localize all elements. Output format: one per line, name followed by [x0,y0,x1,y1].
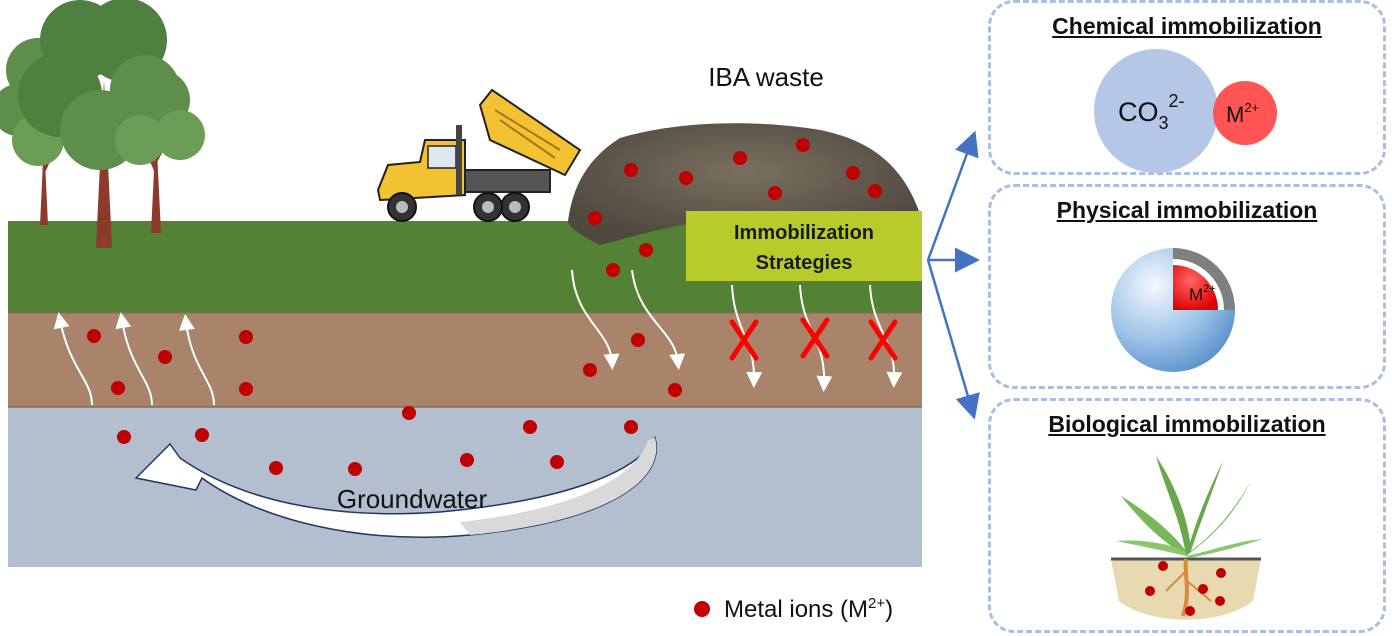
blocked-marks [729,317,898,361]
metal-ion [195,428,209,442]
metal-ion [583,363,597,377]
metal-ion [239,330,253,344]
soil-layer [8,313,922,407]
metal-ion-legend-dot [694,601,710,617]
metal-ion [624,420,638,434]
groundwater-flow-arrow [134,435,657,538]
metal-ion [733,151,747,165]
physical-immobilization-panel: Physical immobilization M2+ [988,184,1386,389]
carbonate-sub: 3 [1159,113,1169,133]
immobilization-strategies-box [686,211,922,281]
physical-immobilization-title: Physical immobilization [1056,197,1318,223]
metal-ion [679,171,693,185]
metal-sup: 2+ [1244,100,1259,115]
metal-ion [87,329,101,343]
metal-ion [796,138,810,152]
metal-ion [639,243,653,257]
metal-ion [523,420,537,434]
metal-ion [846,166,860,180]
plant-icon [1111,456,1263,620]
metal-ion [550,455,564,469]
physical-metal-sup: 2+ [1203,283,1216,295]
strategies-label-line1: Immobilization [734,222,874,244]
biological-immobilization-title: Biological immobilization [1048,411,1326,437]
metal-ion [631,333,645,347]
svg-text:M2+: M2+ [1189,283,1216,304]
chemical-immobilization-panel: Chemical immobilization CO32- M2+ [988,0,1386,175]
metal-ion [588,211,602,225]
svg-text:M2+: M2+ [1226,100,1259,127]
groundwater-layer [8,407,922,567]
iba-waste-label: IBA waste [708,62,824,92]
carbonate-base: CO [1118,97,1159,127]
legend-label: Metal ions (M2+) [724,595,893,624]
metal-ion [668,383,682,397]
metal-ion [624,163,638,177]
chemical-diagram: CO32- M2+ [1094,49,1277,173]
metal-ion [111,381,125,395]
upward-flow-arrows [53,312,215,406]
biological-immobilization-panel: Biological immobilization [988,398,1386,633]
strategies-label-line2: Strategies [756,252,853,274]
svg-text:CO32-: CO32- [1118,91,1185,133]
groundwater-label: Groundwater [337,484,488,514]
metal-ion [460,453,474,467]
biological-diagram [1111,456,1263,620]
physical-diagram: M2+ [1111,242,1241,372]
legend-prefix: Metal ions (M [724,595,869,623]
metal-ion [768,186,782,200]
dump-truck-icon [376,88,582,222]
legend-sup: 2+ [868,594,886,612]
strategy-branch-arrows [926,130,980,420]
legend: Metal ions (M2+) [694,593,893,625]
metal-ions [87,138,882,476]
metal-ion [239,382,253,396]
downward-leaching-arrows [571,269,903,392]
metal-ion [269,461,283,475]
metal-ion [158,350,172,364]
legend-suffix: ) [885,595,894,623]
metal-ion [348,462,362,476]
metal-ion [606,263,620,277]
sphere-icon [1111,242,1241,372]
physical-metal-base: M [1189,285,1203,304]
metal-ion [402,406,416,420]
metal-ion [868,184,882,198]
tree-icon [115,70,205,233]
chemical-immobilization-title: Chemical immobilization [1052,13,1322,39]
carbonate-sup: 2- [1169,91,1185,111]
metal-base: M [1226,102,1244,127]
metal-ion [117,430,131,444]
